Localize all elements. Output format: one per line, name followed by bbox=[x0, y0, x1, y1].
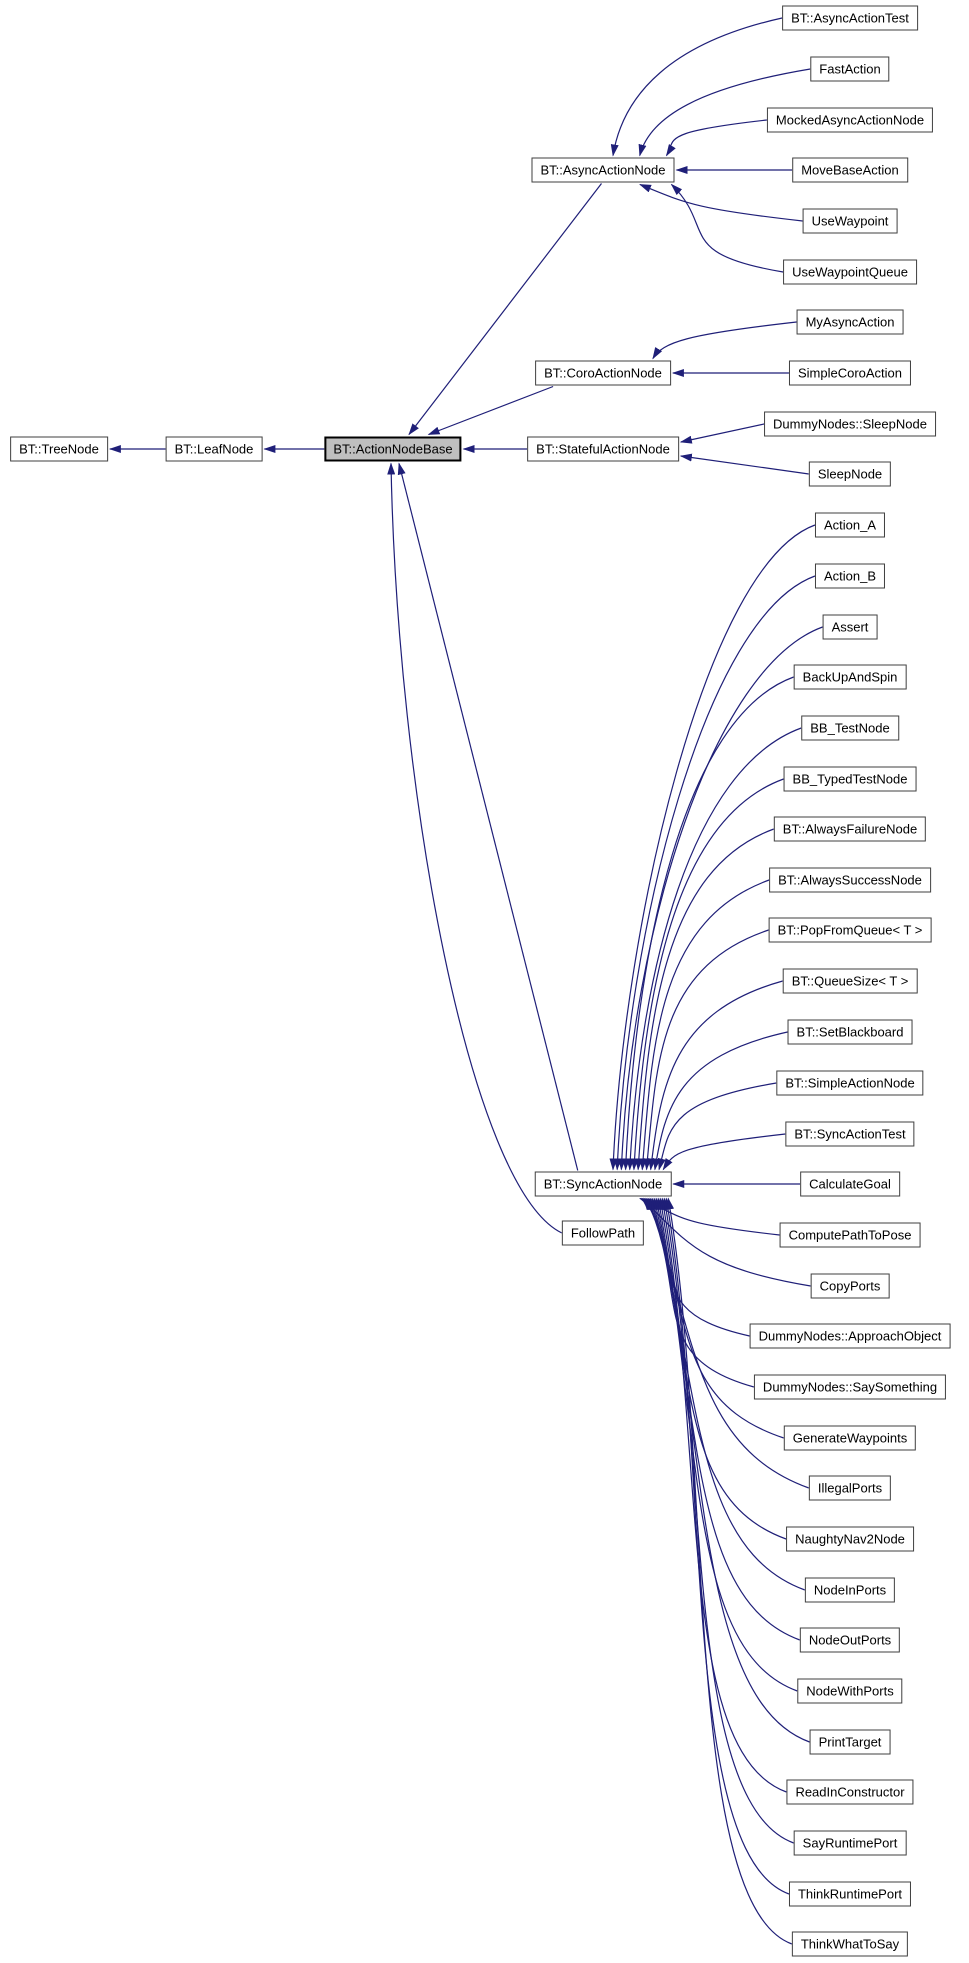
class-node-thinkwhattosay[interactable]: ThinkWhatToSay bbox=[791, 1931, 909, 1957]
inheritance-edge-fastaction-to-bt-asyncactionnode bbox=[638, 68, 811, 157]
inheritance-edge-thinkwhattosay-to-bt-syncactionnode bbox=[666, 1197, 793, 1945]
inheritance-edge-action-a-to-bt-syncactionnode bbox=[609, 524, 816, 1171]
class-node-bt-alwayssuccessnode[interactable]: BT::AlwaysSuccessNode bbox=[769, 867, 931, 893]
inheritance-edge-backupandspin-to-bt-syncactionnode bbox=[622, 676, 794, 1171]
inheritance-edge-bt-alwaysfailurenode-to-bt-syncactionnode bbox=[634, 828, 775, 1171]
class-node-fastaction[interactable]: FastAction bbox=[810, 56, 890, 82]
class-node-dummynodes-approachobject[interactable]: DummyNodes::ApproachObject bbox=[749, 1323, 951, 1349]
class-node-bt-statefulactionnode[interactable]: BT::StatefulActionNode bbox=[527, 436, 679, 462]
class-node-bt-treenode[interactable]: BT::TreeNode bbox=[10, 436, 108, 462]
class-node-action-a[interactable]: Action_A bbox=[814, 512, 886, 538]
inheritance-edge-bt-popfromqueue-to-bt-syncactionnode bbox=[643, 929, 769, 1171]
inheritance-edge-bb-typedtestnode-to-bt-syncactionnode bbox=[630, 778, 784, 1171]
class-node-illegalports[interactable]: IllegalPorts bbox=[808, 1475, 892, 1501]
class-node-nodeoutports[interactable]: NodeOutPorts bbox=[799, 1627, 901, 1653]
inheritance-edge-dummynodes-sleepnode-to-bt-statefulactionnode bbox=[679, 423, 765, 444]
inheritance-edge-bt-syncactiontest-to-bt-syncactionnode bbox=[662, 1133, 786, 1171]
class-node-myasyncaction[interactable]: MyAsyncAction bbox=[796, 309, 904, 335]
class-node-bt-asyncactiontest[interactable]: BT::AsyncActionTest bbox=[782, 5, 918, 31]
class-node-computepathtopose[interactable]: ComputePathToPose bbox=[779, 1222, 921, 1248]
inheritance-edge-nodewithports-to-bt-syncactionnode bbox=[656, 1197, 798, 1692]
class-node-generatewaypoints[interactable]: GenerateWaypoints bbox=[783, 1425, 917, 1451]
class-node-copyports[interactable]: CopyPorts bbox=[810, 1273, 890, 1299]
class-node-dummynodes-saysomething[interactable]: DummyNodes::SaySomething bbox=[753, 1374, 947, 1400]
class-node-mockedasyncactionnode[interactable]: MockedAsyncActionNode bbox=[766, 107, 934, 133]
class-node-dummynodes-sleepnode[interactable]: DummyNodes::SleepNode bbox=[764, 411, 936, 437]
class-node-thinkruntimeport[interactable]: ThinkRuntimePort bbox=[788, 1881, 912, 1907]
class-node-bt-simpleactionnode[interactable]: BT::SimpleActionNode bbox=[776, 1070, 924, 1096]
class-node-bt-setblackboard[interactable]: BT::SetBlackboard bbox=[787, 1019, 913, 1045]
class-node-bt-queuesize[interactable]: BT::QueueSize< T > bbox=[782, 968, 918, 994]
inheritance-edge-followpath-to-bt-actionnodebase bbox=[387, 462, 563, 1234]
class-node-bt-syncactiontest[interactable]: BT::SyncActionTest bbox=[785, 1121, 915, 1147]
class-node-simplecoroaction[interactable]: SimpleCoroAction bbox=[788, 360, 912, 386]
inheritance-edge-bt-asyncactionnode-to-bt-actionnodebase bbox=[408, 183, 602, 436]
class-node-readinconstructor[interactable]: ReadInConstructor bbox=[786, 1779, 914, 1805]
inheritance-edge-assert-to-bt-syncactionnode bbox=[617, 626, 823, 1171]
class-node-bt-coroactionnode[interactable]: BT::CoroActionNode bbox=[535, 360, 671, 386]
class-node-calculategoal[interactable]: CalculateGoal bbox=[800, 1171, 900, 1197]
class-node-usewaypointqueue[interactable]: UseWaypointQueue bbox=[783, 259, 917, 285]
class-node-bt-alwaysfailurenode[interactable]: BT::AlwaysFailureNode bbox=[773, 816, 927, 842]
inheritance-edge-bt-alwayssuccessnode-to-bt-syncactionnode bbox=[639, 879, 770, 1171]
class-node-bt-popfromqueue[interactable]: BT::PopFromQueue< T > bbox=[768, 917, 932, 943]
class-node-sleepnode[interactable]: SleepNode bbox=[808, 461, 892, 487]
class-node-bt-leafnode[interactable]: BT::LeafNode bbox=[165, 436, 263, 462]
inheritance-edge-bt-coroactionnode-to-bt-actionnodebase bbox=[427, 385, 554, 436]
inheritance-edge-sayruntimeport-to-bt-syncactionnode bbox=[662, 1197, 794, 1844]
inheritance-edge-bt-syncactionnode-to-bt-actionnodebase bbox=[397, 462, 579, 1171]
class-node-printtarget[interactable]: PrintTarget bbox=[809, 1729, 891, 1755]
class-node-backupandspin[interactable]: BackUpAndSpin bbox=[793, 664, 907, 690]
inheritance-edge-usewaypointqueue-to-bt-asyncactionnode bbox=[670, 183, 784, 273]
inheritance-edge-usewaypoint-to-bt-asyncactionnode bbox=[639, 183, 803, 222]
inheritance-edge-myasyncaction-to-bt-coroactionnode bbox=[652, 321, 797, 360]
class-node-followpath[interactable]: FollowPath bbox=[561, 1220, 645, 1246]
class-node-bt-actionnodebase[interactable]: BT::ActionNodeBase bbox=[324, 436, 462, 462]
inheritance-edge-thinkruntimeport-to-bt-syncactionnode bbox=[664, 1197, 790, 1895]
class-node-action-b[interactable]: Action_B bbox=[814, 563, 886, 589]
class-node-movebaseaction[interactable]: MoveBaseAction bbox=[792, 157, 908, 183]
inheritance-edge-bt-asyncactiontest-to-bt-asyncactionnode bbox=[610, 17, 783, 157]
class-node-sayruntimeport[interactable]: SayRuntimePort bbox=[793, 1830, 907, 1856]
inheritance-edge-bt-queuesize-to-bt-syncactionnode bbox=[648, 980, 783, 1171]
inheritance-edge-action-b-to-bt-syncactionnode bbox=[613, 575, 816, 1171]
class-node-naughtynav2node[interactable]: NaughtyNav2Node bbox=[786, 1526, 914, 1552]
inheritance-edge-naughtynav2node-to-bt-syncactionnode bbox=[651, 1197, 787, 1540]
class-node-nodewithports[interactable]: NodeWithPorts bbox=[797, 1678, 903, 1704]
inheritance-edge-bt-simpleactionnode-to-bt-syncactionnode bbox=[657, 1082, 777, 1171]
class-node-bt-syncactionnode[interactable]: BT::SyncActionNode bbox=[534, 1171, 672, 1197]
inheritance-edge-sleepnode-to-bt-statefulactionnode bbox=[679, 453, 809, 475]
class-node-assert[interactable]: Assert bbox=[822, 614, 878, 640]
class-node-usewaypoint[interactable]: UseWaypoint bbox=[802, 208, 898, 234]
inheritance-edge-mockedasyncactionnode-to-bt-asyncactionnode bbox=[665, 119, 767, 157]
inheritance-edge-bt-setblackboard-to-bt-syncactionnode bbox=[652, 1031, 788, 1171]
class-node-bb-typedtestnode[interactable]: BB_TypedTestNode bbox=[783, 766, 917, 792]
class-node-bb-testnode[interactable]: BB_TestNode bbox=[801, 715, 899, 741]
class-node-bt-asyncactionnode[interactable]: BT::AsyncActionNode bbox=[531, 157, 675, 183]
inheritance-edge-bb-testnode-to-bt-syncactionnode bbox=[626, 727, 802, 1171]
class-node-nodeinports[interactable]: NodeInPorts bbox=[804, 1577, 896, 1603]
